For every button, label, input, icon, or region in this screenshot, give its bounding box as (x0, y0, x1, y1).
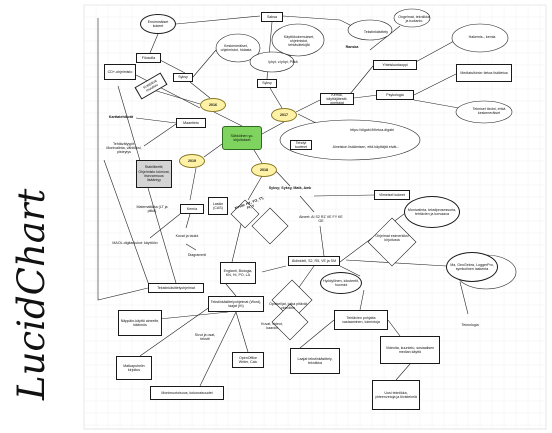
node-aineet: Aineet: AI S2 RZ VE FY KE GE (299, 214, 343, 223)
year-2018-node[interactable]: 2018 (251, 163, 277, 177)
node-maantieto[interactable]: Maantieto (176, 118, 206, 128)
node-kemia[interactable]: Kemia (180, 204, 204, 214)
lucidchart-logo: LucidChart (10, 188, 53, 401)
node-uusi[interactable]: Uusi tekniikka, yhteenvetoja ja tiiviste… (372, 380, 420, 410)
node-tekstinkasitt-word[interactable]: Tekstinkäsittelyohjelmat (Word), laajat … (208, 296, 264, 312)
node-teknologia: Teknologia (461, 322, 479, 327)
node-maol: MAOL-digitaulukot: käyttöön (112, 240, 158, 245)
node-url: https://digabi.fi/tietoa-digabi (350, 127, 394, 132)
node-cd-ohj[interactable]: CD+-ohjelmisto (104, 64, 136, 80)
year-2017-node[interactable]: 2017 (271, 108, 297, 122)
node-viimeiset[interactable]: Viimeiset kokeet (374, 190, 410, 200)
node-tekstikasittelyt-main[interactable]: Tekstinkäsittelyohjelmat (148, 283, 204, 293)
node-syksy-2017[interactable]: Syksy (257, 79, 277, 88)
node-ma-geo[interactable]: Ma, GeoGebra, LoggerPro, symbolinen lask… (446, 252, 498, 282)
node-kemia-pieni[interactable]: Laskin (CAS) (208, 197, 228, 215)
node-ensimmaiset[interactable]: Ensimmäiset kokeet (140, 14, 176, 34)
node-diagrammit: Diagrammit (187, 252, 207, 257)
node-syksy-2018: Syksy; Syksy, Matk, Amk (268, 185, 312, 190)
node-opiskelijat: Opiskelijat, jotka pitävät videoihin (269, 301, 307, 310)
node-tehtavatyypit: Tehtävätyypit: Monivalinta, vähitöksi, p… (106, 141, 142, 155)
node-tehdyt[interactable]: Tehdyt tuotteet (290, 140, 312, 150)
node-keskeneraiset: Keskeneräiset, ohjelmistot, hidasta (220, 43, 252, 52)
node-syksy-2016[interactable]: Syksy (173, 73, 193, 82)
node-tehtavat-pohjalta[interactable]: Tehtävien pohjalta vastaaminen, toiminto… (334, 310, 388, 330)
node-kuvat-video: Kuvat, videot, kaaviot (261, 321, 283, 330)
center-node[interactable]: Sähköinen yo-kirjoitukset (222, 126, 262, 150)
year-2019-node[interactable]: 2019 (179, 154, 205, 168)
node-tekniset: Tekniset tiedot, ehkä keskeneräiset (472, 106, 506, 115)
node-monivalinta2[interactable]: Monivalinta, tekstiprosessoria, tehtävie… (404, 196, 460, 228)
node-kuvat: Kuvat ja taulut (175, 233, 199, 238)
node-matematiikka: Matematiikka (LT ja pitkä) (136, 204, 168, 213)
node-aidinkieli[interactable]: Äidinkieli, S2, R5, VE ja SM (288, 256, 340, 266)
node-yhteiskunta[interactable]: Yhteiskuntaoppi (373, 60, 417, 70)
node-kayttokokemus: Käyttökokemukset, ohjelmistot, tehtäväte… (283, 34, 315, 48)
logo-text: LucidChart (10, 188, 53, 401)
node-tekstinkasittely-top: Tekstinkäsittely (363, 29, 389, 34)
node-filosofia[interactable]: Filosofia (136, 53, 161, 63)
node-kevaat-left[interactable]: Kemia, käyttäjätestit, opettajat (320, 93, 354, 105)
node-videoita[interactable]: Videoita, kuuntelu, sosiaalisen median k… (380, 336, 440, 364)
node-ranska: Ranska (345, 44, 359, 49)
node-hakem: Hakemis-, kemia (468, 34, 496, 39)
node-sivut: Sivut ja osat, tekstit (194, 332, 216, 341)
node-opentoffice[interactable]: OpenOffice Writer, Calc (232, 352, 264, 368)
node-stabi: Stabiliteetti; Ohjelmisto toimivat, itse… (136, 160, 172, 188)
node-lyhyt: lyhyt, v.lyhyt, Pitkä (268, 59, 298, 64)
node-aineiston: Aineiston lisäämisen, että käyttäjät eiv… (332, 144, 400, 149)
node-psykologia[interactable]: Psykologia (376, 90, 414, 100)
year-2016-node[interactable]: 2016 (200, 98, 226, 112)
node-ongelmat: Ongelmat, tekniikka ja tuotanto (398, 14, 430, 23)
node-nappain[interactable]: Näppäin-käyttö aineelle, käännös (118, 310, 162, 336)
node-matkapuhelin[interactable]: Matkapuhelin kirjoitus (116, 356, 152, 380)
node-laajat[interactable]: Laajat tekstinkäsittely, tekniikka (290, 348, 340, 374)
node-mediatulkinta[interactable]: Mediatulkinta: tietoa lisätietoa (456, 64, 512, 82)
node-ohjelmat-esim: Ohjelmat esimerkiksi kirjoitusta (375, 233, 409, 242)
node-karttatehtavat: Karttatehtävät (108, 114, 134, 119)
node-englanti[interactable]: Englanti, Biologia, KN, HI, PO, LA (220, 262, 256, 284)
node-monimuoto[interactable]: Monimuotoisuus, kokonaisuudet (150, 386, 224, 400)
node-saksa[interactable]: Saksa (261, 12, 283, 22)
node-hyotylukeminen[interactable]: Hyödyllinen, lukuteetit, huomioi (320, 272, 362, 294)
